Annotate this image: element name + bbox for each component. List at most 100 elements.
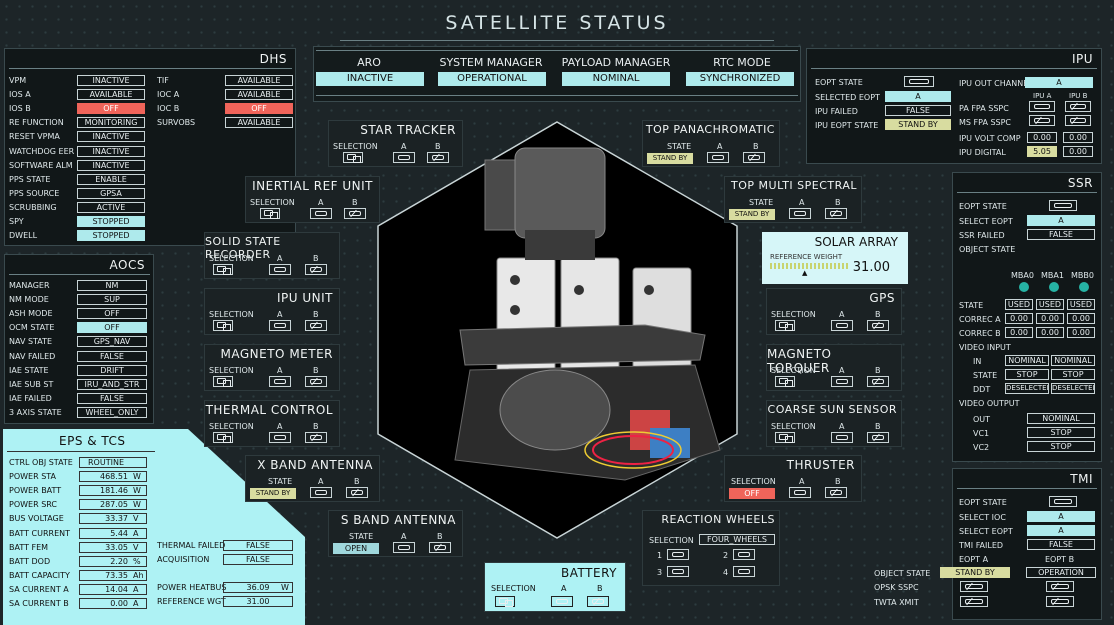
select-ioc-value: A: [1027, 511, 1095, 522]
top-ms-b-label: B: [835, 198, 841, 207]
ipu-failed-value: FALSE: [885, 105, 951, 116]
star-tracker-selection-icon[interactable]: [343, 152, 363, 163]
dhs-value-7: ENABLE: [77, 173, 145, 185]
top-ms-b-toggle[interactable]: [825, 208, 847, 219]
ssr-unit-b-label: B: [313, 254, 319, 263]
x-band-a-toggle[interactable]: [310, 487, 332, 498]
gps-selection-icon[interactable]: [775, 320, 795, 331]
ms-fpa-b-toggle[interactable]: [1065, 115, 1091, 126]
ssr-unit-b-toggle[interactable]: [305, 264, 327, 275]
system-manager-label: SYSTEM MANAGER: [439, 56, 543, 69]
top-multi-spectral-title: TOP MULTI SPECTRAL: [731, 179, 857, 192]
magneto-torquer-selection-icon[interactable]: [775, 376, 795, 387]
magneto-meter-a-toggle[interactable]: [269, 376, 291, 387]
dhs-label-6: SOFTWARE ALM: [9, 160, 73, 170]
wheel-1-toggle[interactable]: [667, 549, 689, 560]
ipu-unit-b-toggle[interactable]: [305, 320, 327, 331]
magneto-meter-selection-icon[interactable]: [213, 376, 233, 387]
top-ms-a-toggle[interactable]: [789, 208, 811, 219]
ssr-eopt-state-label: EOPT STATE: [959, 202, 1007, 211]
star-tracker-a-label: A: [401, 142, 407, 151]
correc-a-2: 0.00: [1067, 313, 1095, 324]
dhs-label-4: RESET VPMA: [9, 132, 60, 142]
thruster-b-toggle[interactable]: [825, 487, 847, 498]
ms-fpa-a-toggle[interactable]: [1029, 115, 1055, 126]
coarse-selection-icon[interactable]: [775, 432, 795, 443]
top-pan-a-toggle[interactable]: [707, 152, 729, 163]
opsk-b-toggle[interactable]: [1046, 581, 1074, 592]
eps-unit-9: A: [133, 584, 139, 594]
tmi-object-state-a: STAND BY: [940, 567, 1010, 578]
ipu-unit-panel: IPU UNIT SELECTION A B: [204, 288, 340, 335]
inertial-a-toggle[interactable]: [310, 208, 332, 219]
video-state-0: STOP: [1005, 369, 1049, 380]
reaction-wheels-selection-value: FOUR_WHEELS: [699, 534, 775, 545]
correc-b-label: CORREC B: [959, 329, 1001, 338]
ssr-unit-a-toggle[interactable]: [269, 264, 291, 275]
eps-value-3: 287.05: [79, 499, 147, 511]
top-panachromatic-panel: TOP PANACHROMATIC STATE A B STAND BY: [642, 120, 780, 167]
opsk-sspc-label: OPSK SSPC: [874, 583, 919, 592]
video-in-label: IN: [973, 357, 982, 366]
wheel-4-toggle[interactable]: [733, 566, 755, 577]
eps-value-8: 73.35: [79, 569, 147, 581]
magneto-meter-b-toggle[interactable]: [305, 376, 327, 387]
battery-selection-icon[interactable]: [495, 596, 515, 607]
gps-a-toggle[interactable]: [831, 320, 853, 331]
thruster-a-toggle[interactable]: [789, 487, 811, 498]
ssr-unit-selection-icon[interactable]: [213, 264, 233, 275]
twta-a-toggle[interactable]: [960, 596, 988, 607]
top-pan-b-toggle[interactable]: [743, 152, 765, 163]
eps-unit-6: V: [133, 542, 139, 552]
aocs-value-4: GPS_NAV: [77, 336, 147, 348]
star-tracker-a-toggle[interactable]: [393, 152, 415, 163]
eopt-a-label: EOPT A: [959, 555, 989, 564]
eps-right-label-0: THERMAL FAILED: [157, 541, 226, 550]
thermal-selection-label: SELECTION: [209, 422, 254, 431]
ipu-out-channel-value: A: [1025, 77, 1093, 88]
ipu-unit-selection-icon[interactable]: [213, 320, 233, 331]
coarse-b-toggle[interactable]: [867, 432, 889, 443]
twta-b-toggle[interactable]: [1046, 596, 1074, 607]
star-tracker-b-toggle[interactable]: [427, 152, 449, 163]
magneto-meter-panel: MAGNETO METER SELECTION A B: [204, 344, 340, 391]
inertial-ref-unit-panel: INERTIAL REF UNIT SELECTION A B: [245, 176, 380, 223]
s-band-b-toggle[interactable]: [429, 542, 451, 553]
battery-selection-label: SELECTION: [491, 584, 536, 593]
tmi-panel: TMI EOPT STATE SELECT IOC A SELECT EOPT …: [952, 468, 1102, 620]
coarse-a-toggle[interactable]: [831, 432, 853, 443]
gps-title: GPS: [869, 291, 895, 305]
wheel-3-toggle[interactable]: [667, 566, 689, 577]
thermal-selection-icon[interactable]: [213, 432, 233, 443]
ipu-digital-label: IPU DIGITAL: [959, 148, 1006, 157]
payload-manager-label: PAYLOAD MANAGER: [561, 56, 671, 69]
payload-manager-value: NOMINAL: [562, 72, 670, 86]
reaction-wheels-panel: REACTION WHEELS SELECTION FOUR_WHEELS 1 …: [642, 510, 780, 586]
mbb0-label: MBB0: [1071, 271, 1094, 280]
ipu-digital-b-value: 0.00: [1063, 146, 1093, 157]
thermal-b-toggle[interactable]: [305, 432, 327, 443]
dhs-right-label-1: IOC A: [157, 90, 180, 100]
vc1-value: STOP: [1027, 427, 1095, 438]
opsk-a-toggle[interactable]: [960, 581, 988, 592]
magneto-torquer-a-toggle[interactable]: [831, 376, 853, 387]
battery-panel: BATTERY SELECTION A B: [484, 562, 626, 612]
x-band-b-toggle[interactable]: [346, 487, 368, 498]
eps-label-5: BATT CURRENT: [9, 528, 70, 538]
pa-fpa-b-toggle[interactable]: [1065, 101, 1091, 112]
thermal-a-toggle[interactable]: [269, 432, 291, 443]
ipu-unit-title: IPU UNIT: [276, 291, 333, 305]
ssr-select-eopt-value: A: [1027, 215, 1095, 226]
pa-fpa-a-toggle[interactable]: [1029, 101, 1055, 112]
inertial-b-toggle[interactable]: [344, 208, 366, 219]
battery-b-toggle[interactable]: [587, 596, 609, 607]
ipu-unit-a-toggle[interactable]: [269, 320, 291, 331]
ipu-unit-b-label: B: [313, 310, 319, 319]
battery-a-toggle[interactable]: [551, 596, 573, 607]
wheel-2-toggle[interactable]: [733, 549, 755, 560]
inertial-selection-icon[interactable]: [260, 208, 280, 219]
magneto-torquer-b-toggle[interactable]: [867, 376, 889, 387]
s-band-a-toggle[interactable]: [393, 542, 415, 553]
gps-b-toggle[interactable]: [867, 320, 889, 331]
ssr-failed-value: FALSE: [1027, 229, 1095, 240]
